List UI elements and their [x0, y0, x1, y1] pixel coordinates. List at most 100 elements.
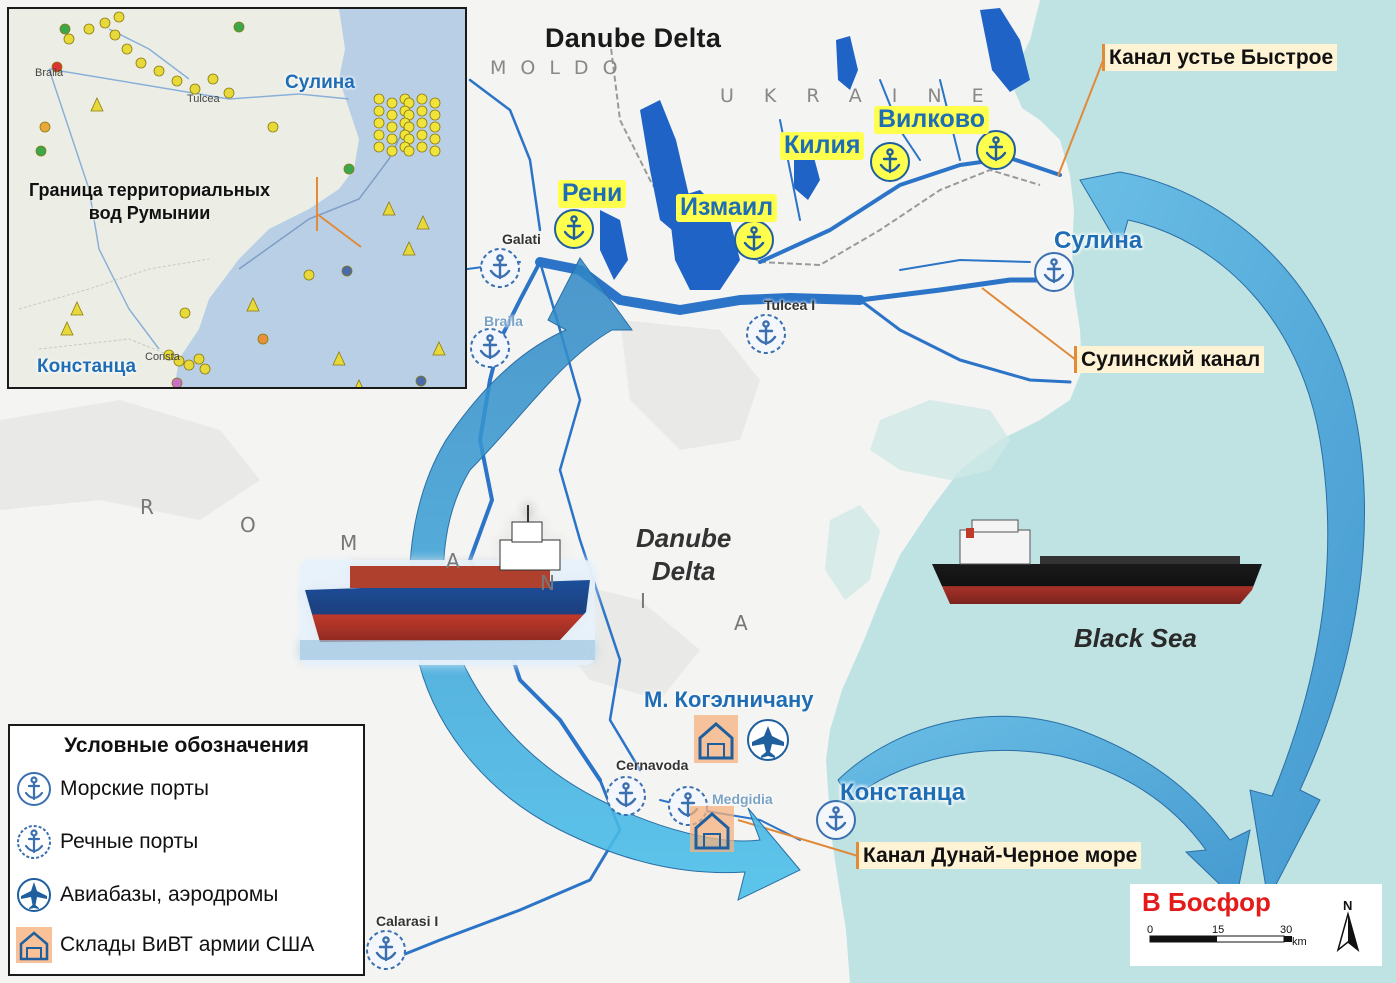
inset-map-svg: [9, 9, 465, 387]
vessel-marker: [223, 87, 235, 99]
vilkovo-port-icon: [976, 130, 1016, 170]
vessel-heading-marker: [416, 215, 430, 230]
legend-label-warehouse: Склады ВиВТ армии США: [60, 933, 315, 956]
warehouse-icon-group-2: [690, 806, 734, 852]
vessel-marker: [99, 17, 111, 29]
city-galati: Galati: [502, 231, 541, 247]
vessel-marker: [386, 133, 398, 145]
galati-port-icon: [480, 248, 520, 288]
warehouse-icon-group-1: [694, 715, 738, 763]
city-braila: Braila: [484, 313, 523, 329]
vessel-marker: [267, 121, 279, 133]
warehouse-icon: [16, 927, 52, 963]
vessel-marker: [189, 83, 201, 95]
city-calarasi: Calarasi I: [376, 913, 439, 929]
vessel-heading-marker: [70, 301, 84, 316]
vessel-marker: [163, 349, 175, 361]
vessel-marker: [341, 265, 353, 277]
constanta-port-icon: [816, 800, 856, 840]
map-title: Danube Delta: [545, 23, 722, 53]
airplane-icon: [17, 878, 51, 912]
airbase-label: М. Когэлничану: [644, 687, 814, 712]
country-letter-i: I: [640, 589, 646, 613]
route-arrow-danube: [409, 257, 801, 901]
scale-tick-0: 0: [1147, 924, 1154, 936]
port-label-vilkovo: Вилково: [874, 105, 990, 134]
vessel-heading-marker: [382, 201, 396, 216]
vessel-marker: [429, 121, 441, 133]
country-letter-a: A: [446, 549, 460, 573]
vessel-marker: [83, 23, 95, 35]
route-arrow-sulina: [1079, 171, 1365, 902]
izmail-port-icon: [734, 220, 774, 260]
vessel-marker: [303, 269, 315, 281]
legend: Условные обозначения Морские порты Речны…: [8, 724, 365, 976]
vessel-marker: [171, 377, 183, 387]
vessel-marker: [416, 129, 428, 141]
vessel-marker: [373, 105, 385, 117]
delta-center-label: Danube Delta: [636, 522, 731, 587]
north-arrow-icon: [1336, 911, 1360, 953]
vessel-marker: [39, 121, 51, 133]
vessel-marker: [113, 11, 125, 23]
route-arrows: [409, 171, 1365, 902]
inset-city-constanta-small: Consta: [145, 351, 180, 363]
cernavoda-port-icon: [606, 776, 646, 816]
vessel-marker: [373, 129, 385, 141]
port-label-sulina: Сулина: [1054, 227, 1143, 254]
vessel-marker: [153, 65, 165, 77]
cargo-ship-left: [300, 505, 595, 665]
scale-tick-15: 15: [1212, 924, 1225, 936]
scale-tick-30: 30: [1280, 924, 1293, 936]
vessel-heading-marker: [90, 97, 104, 112]
vessel-marker: [429, 97, 441, 109]
delta-center-line2: Delta: [651, 555, 716, 586]
legend-item-sea-port: Морские порты: [16, 766, 209, 812]
legend-label-river-port: Речные порты: [60, 830, 199, 853]
port-icons: [366, 130, 1074, 970]
inset-city-constanta: Констанца: [37, 356, 137, 377]
legend-title: Условные обозначения: [64, 734, 309, 757]
sea-port-anchor-icon: [17, 772, 51, 806]
vessel-marker: [416, 93, 428, 105]
callout-sulina-canal: Сулинский канал: [1074, 346, 1265, 374]
country-letter-o: O: [240, 513, 256, 537]
country-letter-n: N: [540, 571, 555, 595]
vessel-marker: [373, 93, 385, 105]
port-label-kiliya: Килия: [780, 131, 865, 160]
city-tulcea: Tulcea I: [764, 297, 816, 313]
legend-item-warehouse: Склады ВиВТ армии США: [16, 922, 314, 968]
lagoon-razelm: [870, 400, 1010, 480]
vessel-marker: [386, 97, 398, 109]
north-label: N: [1343, 898, 1353, 913]
vessel-heading-marker: [432, 341, 446, 356]
vessel-marker: [35, 145, 47, 157]
callout-bystroe: Канал устье Быстрое: [1102, 44, 1338, 72]
tulcea-port-icon: [746, 314, 786, 354]
vessel-marker: [199, 363, 211, 375]
vessel-marker: [386, 109, 398, 121]
airplane-icon: [752, 726, 784, 758]
country-label-ukraine: UKRAINE: [720, 85, 1014, 107]
vessel-marker: [135, 57, 147, 69]
inset-title-line1: Граница территориальных: [29, 180, 271, 200]
legend-label-sea-port: Морские порты: [60, 777, 209, 800]
inset-city-tulcea: Tulcea: [187, 93, 220, 105]
destination-label: В Босфор: [1142, 887, 1271, 917]
port-label-constanta: Констанца: [840, 779, 966, 806]
vessel-marker: [403, 145, 415, 157]
sea-label: Black Sea: [1074, 623, 1197, 653]
terrain-shading: [0, 320, 760, 700]
vessel-marker: [233, 21, 245, 33]
vessel-marker: [386, 145, 398, 157]
vessel-marker: [109, 29, 121, 41]
vessel-marker: [59, 23, 71, 35]
delta-center-line1: Danube: [636, 523, 732, 553]
vessel-heading-marker: [246, 297, 260, 312]
vessel-marker: [179, 307, 191, 319]
reni-port-icon: [554, 209, 594, 249]
scale-unit: km: [1292, 936, 1307, 948]
vessel-marker: [373, 117, 385, 129]
legend-item-airbase: Авиабазы, аэродромы: [16, 872, 278, 918]
